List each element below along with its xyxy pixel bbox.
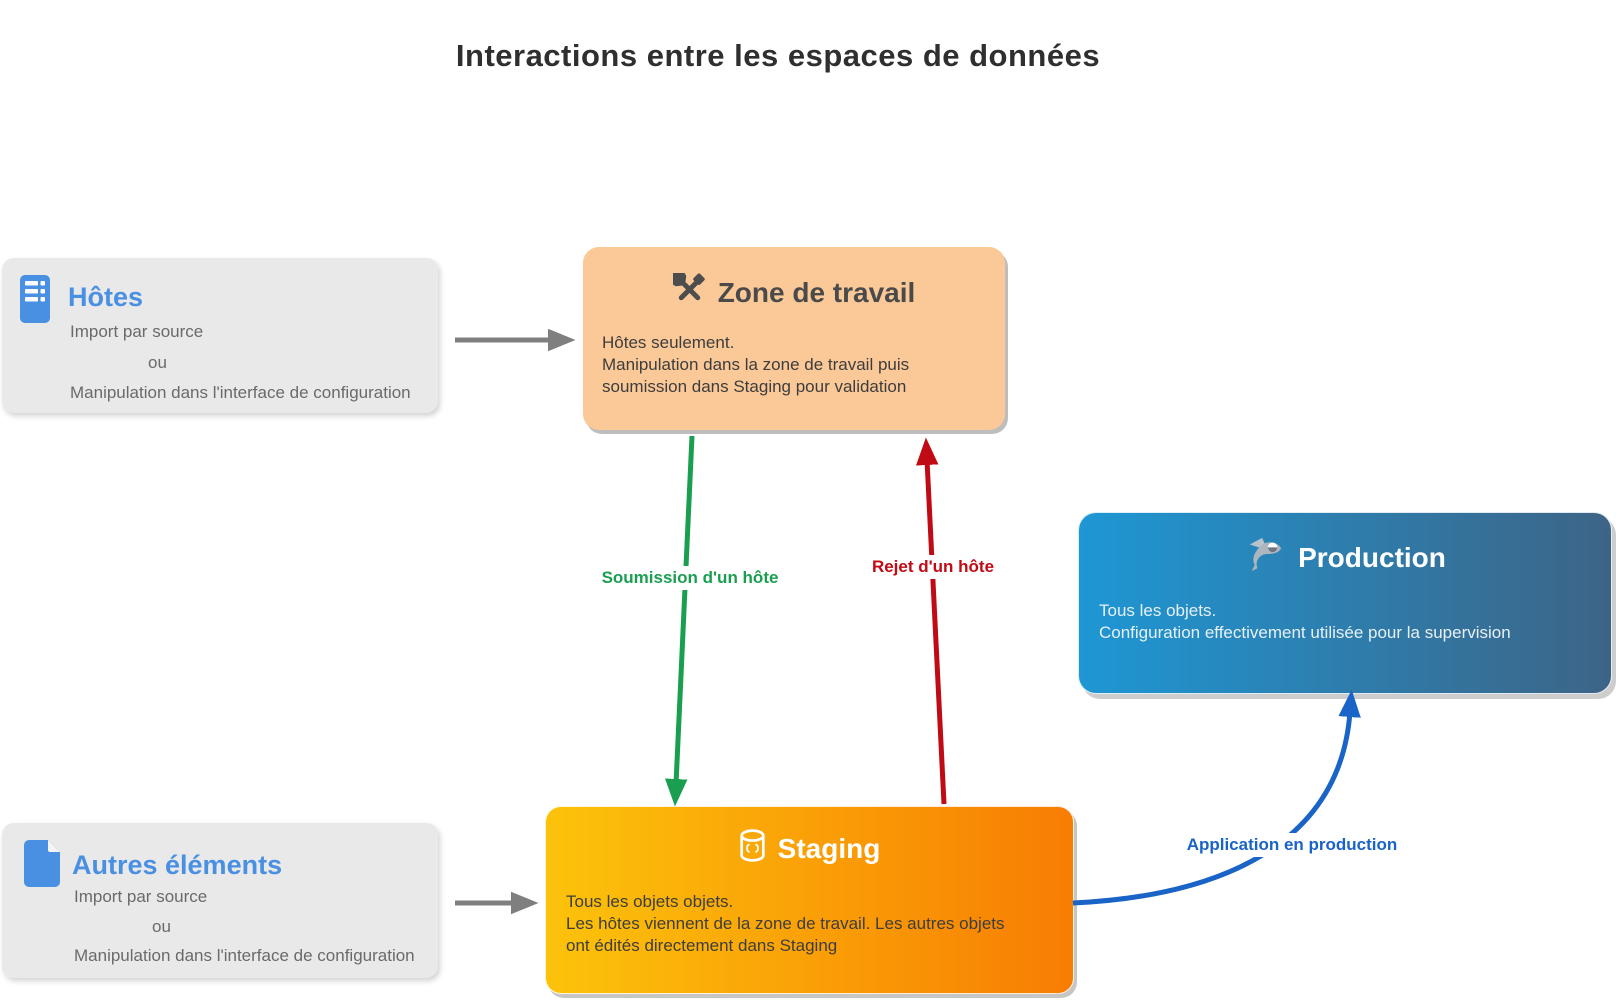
staging-card: Staging Tous les objets objets. Les hôte… xyxy=(545,806,1074,994)
server-icon xyxy=(20,275,50,328)
application-label: Application en production xyxy=(1178,833,1406,857)
zone-de-travail-body: Hôtes seulement. Manipulation dans la zo… xyxy=(602,332,909,398)
rejet-label: Rejet d'un hôte xyxy=(863,555,1003,579)
page-title: Interactions entre les espaces de donnée… xyxy=(455,38,1101,73)
production-card: Production Tous les objets. Configuratio… xyxy=(1078,512,1612,694)
hotes-line-2: ou xyxy=(148,353,167,372)
production-title: Production xyxy=(1298,541,1446,573)
staging-line-2: Les hôtes viennent de la zone de travail… xyxy=(566,914,1005,933)
production-body: Tous les objets. Configuration effective… xyxy=(1099,600,1511,644)
production-line-1: Tous les objets. xyxy=(1099,601,1217,620)
staging-title: Staging xyxy=(777,833,881,864)
autres-line-1: Import par source xyxy=(74,887,208,906)
zone-line-3: soumission dans Staging pour validation xyxy=(602,377,907,396)
hotes-line-3: Manipulation dans l'interface de configu… xyxy=(70,383,411,402)
hotes-card: Hôtes Import par source ou Manipulation … xyxy=(2,258,438,413)
zone-line-1: Hôtes seulement. xyxy=(602,333,735,352)
arrow-soumission xyxy=(664,435,695,807)
zone-line-2: Manipulation dans la zone de travail pui… xyxy=(602,355,910,374)
arrow-rejet xyxy=(916,437,947,805)
soumission-label: Soumission d'un hôte xyxy=(593,566,787,590)
staging-line-1: Tous les objets objets. xyxy=(566,892,734,911)
autres-line-2: ou xyxy=(152,917,171,936)
production-title-row: Production xyxy=(1079,535,1611,580)
arrow-application-production xyxy=(1072,689,1361,906)
staging-body: Tous les objets objets. Les hôtes vienne… xyxy=(566,891,1005,957)
production-line-2: Configuration effectivement utilisée pou… xyxy=(1099,623,1511,642)
tools-icon xyxy=(669,269,706,313)
staging-line-3: ont édités directement dans Staging xyxy=(566,936,838,955)
autres-line-3: Manipulation dans l'interface de configu… xyxy=(74,946,415,965)
zone-de-travail-title: Zone de travail xyxy=(717,277,916,308)
staging-title-row: Staging xyxy=(546,829,1073,869)
autres-elements-card: Autres éléments Import par source ou Man… xyxy=(2,823,438,978)
mascot-icon xyxy=(1244,535,1286,580)
zone-de-travail-title-row: Zone de travail xyxy=(583,269,1005,313)
database-icon xyxy=(739,829,766,869)
zone-de-travail-card: Zone de travail Hôtes seulement. Manipul… xyxy=(583,247,1005,430)
document-icon xyxy=(24,840,60,892)
hotes-title: Hôtes xyxy=(68,282,144,312)
autres-elements-title: Autres éléments xyxy=(72,850,283,880)
hotes-line-1: Import par source xyxy=(70,322,204,341)
